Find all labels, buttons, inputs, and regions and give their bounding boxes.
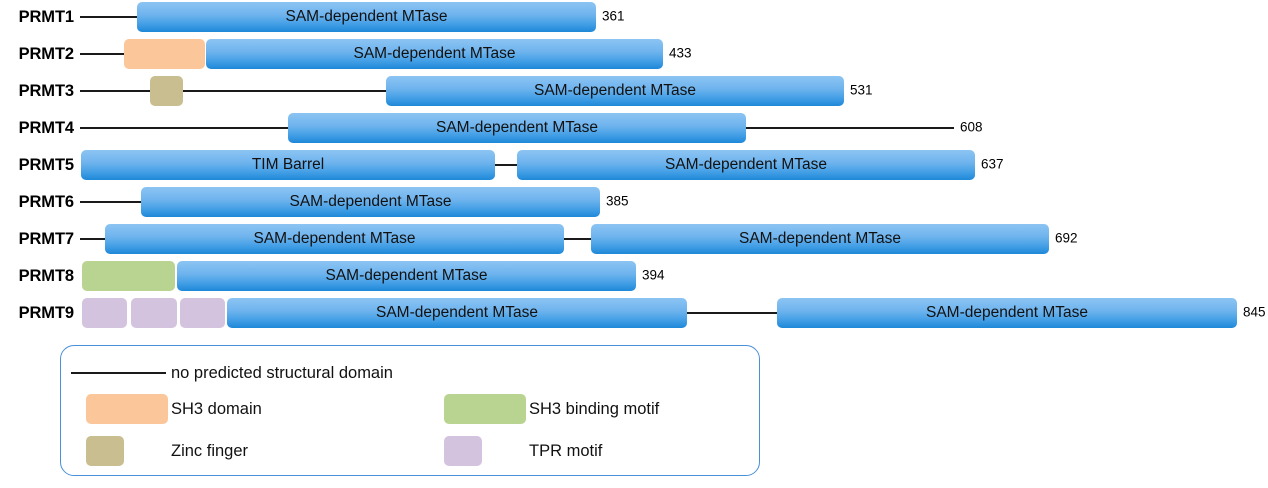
domain-label: SAM-dependent MTase bbox=[353, 45, 516, 62]
protein-name-label: PRMT4 bbox=[18, 119, 75, 137]
domain-block-blue: SAM-dependent MTase bbox=[206, 39, 663, 69]
domain-label: SAM-dependent MTase bbox=[926, 304, 1088, 321]
backbone-line bbox=[687, 312, 777, 314]
protein-row: PRMT1 SAM-dependent MTase 361 bbox=[0, 0, 1268, 34]
protein-name-label: PRMT5 bbox=[18, 156, 75, 174]
protein-row: PRMT2 SAM-dependent MTase 433 bbox=[0, 37, 1268, 71]
domain-label: SAM-dependent MTase bbox=[436, 119, 598, 136]
residue-count: 385 bbox=[606, 193, 629, 209]
domain-label: TIM Barrel bbox=[251, 156, 325, 173]
protein-name-label: PRMT2 bbox=[18, 45, 75, 63]
backbone-line bbox=[80, 53, 124, 55]
domain-label: SAM-dependent MTase bbox=[325, 267, 488, 284]
protein-name-label: PRMT8 bbox=[18, 267, 75, 285]
residue-count: 361 bbox=[602, 8, 625, 24]
domain-block-khaki bbox=[150, 76, 183, 106]
legend-swatch-khaki bbox=[86, 436, 124, 466]
domain-block-blue: SAM-dependent MTase bbox=[591, 224, 1049, 254]
domain-block-blue: SAM-dependent MTase bbox=[517, 150, 975, 180]
legend-label: SH3 domain bbox=[171, 400, 262, 418]
domain-label bbox=[131, 298, 177, 328]
protein-name-label: PRMT1 bbox=[18, 8, 75, 26]
domain-block-purple bbox=[180, 298, 225, 328]
domain-label: SAM-dependent MTase bbox=[253, 230, 416, 247]
domain-label bbox=[124, 39, 205, 69]
domain-label: SAM-dependent MTase bbox=[376, 304, 538, 321]
protein-row: PRMT7 SAM-dependent MTase SAM-dependent MT… bbox=[0, 222, 1268, 256]
legend-label: no predicted structural domain bbox=[171, 364, 393, 382]
residue-count: 845 bbox=[1243, 304, 1266, 320]
protein-row: PRMT3 SAM-dependent MTase 531 bbox=[0, 74, 1268, 108]
protein-row: PRMT8 SAM-dependent MTase 394 bbox=[0, 259, 1268, 293]
legend-swatch-orange bbox=[86, 394, 168, 424]
legend-label: SH3 binding motif bbox=[529, 400, 660, 418]
protein-name-label: PRMT6 bbox=[18, 193, 75, 211]
domain-label bbox=[180, 298, 225, 328]
domain-label bbox=[82, 261, 175, 291]
domain-block-purple bbox=[131, 298, 177, 328]
protein-row: PRMT9 SAM-dependent MTase SAM-dependent MT… bbox=[0, 296, 1268, 330]
domain-label: SAM-dependent MTase bbox=[739, 230, 901, 247]
residue-count: 433 bbox=[669, 45, 692, 61]
domain-block-purple bbox=[82, 298, 127, 328]
protein-row: PRMT6 SAM-dependent MTase 385 bbox=[0, 185, 1268, 219]
domain-label: SAM-dependent MTase bbox=[285, 8, 448, 25]
legend-swatch-green bbox=[444, 394, 526, 424]
protein-name-label: PRMT7 bbox=[18, 230, 75, 248]
domain-block-orange bbox=[124, 39, 205, 69]
legend-label: Zinc finger bbox=[171, 442, 249, 460]
domain-block-blue: SAM-dependent MTase bbox=[137, 2, 596, 32]
backbone-line bbox=[495, 164, 517, 166]
backbone-line bbox=[183, 90, 386, 92]
protein-row: PRMT5 TIM Barrel SAM-dependent MTase 637 bbox=[0, 148, 1268, 182]
protein-name-label: PRMT9 bbox=[18, 304, 75, 322]
legend-label: TPR motif bbox=[529, 442, 603, 460]
domain-label: SAM-dependent MTase bbox=[665, 156, 827, 173]
domain-block-blue: SAM-dependent MTase bbox=[386, 76, 844, 106]
domain-block-blue: SAM-dependent MTase bbox=[288, 113, 746, 143]
domain-block-blue: SAM-dependent MTase bbox=[105, 224, 564, 254]
residue-count: 531 bbox=[850, 82, 873, 98]
domain-label: SAM-dependent MTase bbox=[534, 82, 696, 99]
backbone-line bbox=[746, 127, 954, 129]
protein-name-label: PRMT3 bbox=[18, 82, 75, 100]
domain-label bbox=[82, 298, 127, 328]
residue-count: 394 bbox=[642, 267, 665, 283]
domain-block-blue: SAM-dependent MTase bbox=[141, 187, 600, 217]
backbone-line bbox=[80, 201, 141, 203]
legend-swatch-line bbox=[71, 372, 166, 374]
backbone-line bbox=[80, 238, 105, 240]
protein-row: PRMT4 SAM-dependent MTase 608 bbox=[0, 111, 1268, 145]
domain-block-blue: TIM Barrel bbox=[81, 150, 495, 180]
domain-block-blue: SAM-dependent MTase bbox=[177, 261, 636, 291]
backbone-line bbox=[80, 90, 150, 92]
backbone-line bbox=[80, 127, 288, 129]
backbone-line bbox=[80, 16, 137, 18]
legend-swatch-purple bbox=[444, 436, 482, 466]
residue-count: 637 bbox=[981, 156, 1004, 172]
domain-label: SAM-dependent MTase bbox=[289, 193, 452, 210]
domain-block-blue: SAM-dependent MTase bbox=[777, 298, 1237, 328]
domain-block-green bbox=[82, 261, 175, 291]
backbone-line bbox=[564, 238, 591, 240]
residue-count: 692 bbox=[1055, 230, 1078, 246]
domain-label bbox=[150, 76, 183, 106]
domain-block-blue: SAM-dependent MTase bbox=[227, 298, 687, 328]
residue-count: 608 bbox=[960, 119, 983, 135]
